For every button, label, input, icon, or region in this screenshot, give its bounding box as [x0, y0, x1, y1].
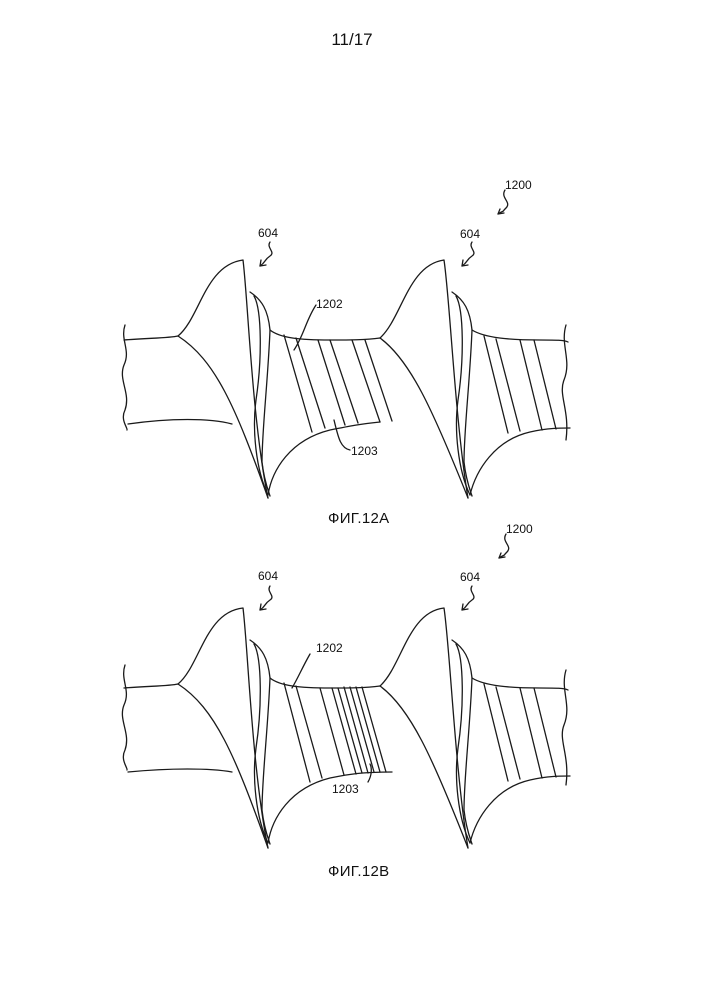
leader-604-left	[260, 242, 272, 266]
label-604-right: 604	[460, 570, 480, 584]
figure-12b: 1200 604 604 1202 1203 ФИГ.12B	[0, 520, 704, 900]
leader-604-right	[462, 242, 474, 266]
label-1200: 1200	[505, 178, 532, 192]
figure-12b-drawing	[0, 520, 704, 900]
figure-12a-drawing	[0, 0, 704, 540]
label-1202: 1202	[316, 297, 343, 311]
label-604-left: 604	[258, 226, 278, 240]
label-604-right: 604	[460, 227, 480, 241]
leader-1202	[292, 654, 310, 688]
figure-12a: 1200 604 604 1202 1203 ФИГ.12A	[0, 0, 704, 540]
label-1202: 1202	[316, 641, 343, 655]
leader-1203	[334, 420, 350, 450]
label-1203: 1203	[332, 782, 359, 796]
figure-caption: ФИГ.12B	[328, 863, 389, 880]
label-1203: 1203	[351, 444, 378, 458]
leader-604-right	[462, 586, 474, 610]
label-604-left: 604	[258, 569, 278, 583]
flange-right	[380, 260, 468, 498]
flange-right	[380, 608, 468, 848]
label-1200: 1200	[506, 522, 533, 536]
leader-604-left	[260, 586, 272, 610]
